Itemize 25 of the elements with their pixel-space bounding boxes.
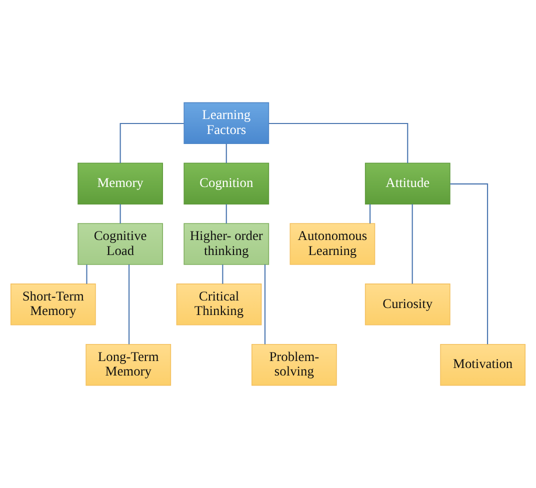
connector [128,264,130,344]
node-box: Learning Factors [184,102,270,144]
connector [120,122,184,164]
node-box: Attitude [364,162,450,204]
node-box: Long-Term Memory [86,344,172,386]
node-box: Cognition [184,162,270,204]
node-box: Higher- order thinking [184,223,270,265]
node-box: Autonomous Learning [290,223,376,265]
node-box: Critical Thinking [176,284,262,326]
connector [370,204,371,224]
connector [120,204,121,224]
connector [86,264,88,284]
node-box: Curiosity [364,284,450,326]
node-box: Motivation [440,344,526,386]
connector [226,204,227,224]
node-box: Short-Term Memory [10,284,96,326]
node-box: Memory [78,162,163,204]
node-box: Cognitive Load [78,223,163,265]
connector [412,204,413,284]
connector [226,144,227,164]
node-box: Problem- solving [251,344,337,386]
connector [450,183,488,344]
connector [222,264,224,284]
connector [264,264,266,344]
connector [268,122,408,164]
